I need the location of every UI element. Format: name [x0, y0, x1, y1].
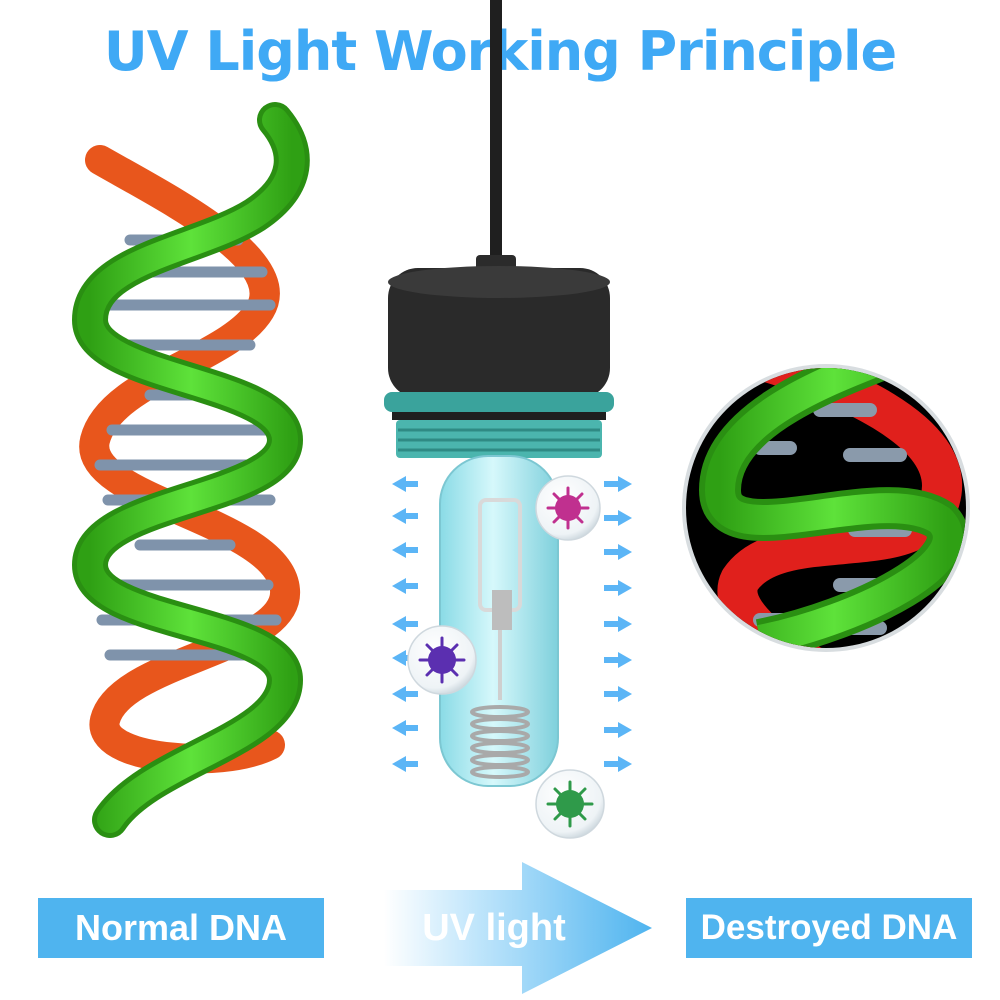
- lamp-spring: [470, 705, 530, 779]
- uv-rays-right: [604, 476, 632, 772]
- destroyed-dna-label: Destroyed DNA: [686, 898, 972, 958]
- uv-arrow-icon: [384, 862, 652, 994]
- lamp-ring: [384, 392, 614, 412]
- virus-icon-purple: [407, 625, 477, 695]
- virus-icon-green: [535, 769, 605, 839]
- lamp-cap: [388, 268, 610, 398]
- normal-dna-label: Normal DNA: [38, 898, 324, 958]
- uv-light-label: UV light: [422, 906, 566, 949]
- uv-lamp: [384, 0, 632, 787]
- virus-icon-magenta: [535, 475, 601, 541]
- power-cable: [490, 0, 502, 262]
- normal-dna-helix: [71, 102, 310, 838]
- uv-rays-left: [392, 476, 418, 772]
- destroyed-dna-circle: [682, 364, 970, 652]
